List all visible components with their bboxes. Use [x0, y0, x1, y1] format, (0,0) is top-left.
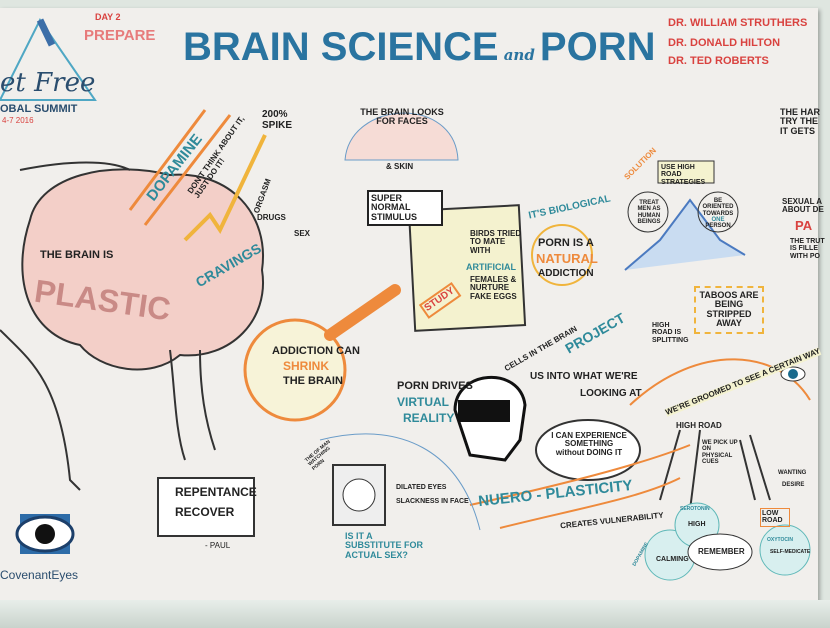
- calming-text: CALMING: [656, 556, 689, 563]
- taboos-box: TABOOS ARE BEING STRIPPED AWAY: [694, 286, 764, 334]
- remember-text: REMEMBER: [698, 547, 745, 556]
- high-road-splitting: HIGH ROAD IS SPLITTING: [652, 322, 689, 344]
- bio-line1: PORN IS A: [538, 237, 594, 249]
- bio-line3: ADDICTION: [538, 268, 594, 279]
- magnifier-icon: [243, 318, 347, 422]
- addiction-shrink: SHRINK: [283, 359, 330, 373]
- logo-text: et Free: [0, 68, 96, 98]
- solution-right-3: PERSON: [705, 223, 731, 230]
- solution-right-2: ONE: [711, 216, 725, 223]
- day-label: DAY 2: [95, 12, 121, 22]
- wanting-text: WANTING: [778, 470, 807, 476]
- low-road-label: LOW ROAD: [760, 508, 790, 527]
- substitute-question: IS IT A SUBSTITUTE FOR ACTUAL SEX?: [345, 531, 423, 560]
- stimulus-label: SUPER NORMAL STIMULUS: [367, 190, 443, 227]
- bio-natural: NATURAL: [536, 251, 598, 266]
- high2-text: HIGH: [688, 521, 706, 528]
- spike-label: 200% SPIKE: [262, 109, 293, 131]
- right-edge-pa: PA: [795, 218, 813, 233]
- oxytocin-text: OXYTOCIN: [767, 537, 794, 543]
- high-road-label: HIGH ROAD: [676, 421, 722, 430]
- addiction-line3: THE BRAIN: [283, 375, 343, 387]
- faces-skin: & SKIN: [386, 162, 414, 171]
- birds-text: BIRDS TRIED TO MATE WITH: [470, 229, 522, 255]
- females-text: FEMALES & NURTURE FAKE EGGS: [470, 275, 517, 301]
- speaker-2: DR. DONALD HILTON: [668, 37, 781, 49]
- solution-right: BE ORIENTED TOWARDS ONE PERSON: [700, 198, 736, 229]
- brain-heading: THE BRAIN IS: [40, 249, 114, 261]
- face-bullet-1: DILATED EYES: [396, 484, 447, 491]
- solution-right-1: BE ORIENTED TOWARDS: [702, 198, 734, 217]
- summit-label: OBAL SUMMIT: [0, 103, 78, 115]
- speaker-1: DR. WILLIAM STRUTHERS: [668, 17, 808, 29]
- speaker-3: DR. TED ROBERTS: [668, 55, 769, 67]
- vr-line3: REALITY: [403, 411, 455, 425]
- sex-label: SEX: [294, 229, 311, 238]
- vr-line2: VIRTUAL: [397, 395, 449, 409]
- mountain-drawing: [624, 198, 746, 271]
- desire-text: DESIRE: [782, 482, 805, 488]
- face-bullet-2: SLACKNESS IN FACE: [396, 498, 469, 505]
- floor: [0, 600, 830, 628]
- artificial-text: ARTIFICIAL: [466, 262, 516, 272]
- title-part1: BRAIN SCIENCE: [183, 25, 499, 69]
- looking-text: LOOKING AT: [580, 388, 642, 399]
- day-theme: PREPARE: [84, 27, 156, 44]
- solution-sign: USE HIGH ROAD STRATEGIES: [661, 164, 706, 186]
- title-connector: and: [503, 46, 535, 64]
- right-edge-sexual: SEXUAL A ABOUT DE: [782, 197, 824, 215]
- sponsor-logo-text: CovenantEyes: [0, 568, 79, 582]
- right-edge-top: THE HAR TRY THE IT GETS: [780, 107, 820, 136]
- title-part2: PORN: [539, 25, 656, 69]
- us-into-text: US INTO WHAT WE'RE: [530, 371, 638, 382]
- drugs-label: DRUGS: [257, 213, 286, 222]
- self-medicate-text: SELF-MEDICATE: [770, 549, 811, 555]
- faces-text: THE BRAIN LOOKS FOR FACES: [360, 107, 444, 127]
- addiction-line1: ADDICTION CAN: [272, 345, 360, 357]
- mountain-logo-icon: [0, 18, 97, 101]
- solution-left: TREAT MEN AS HUMAN BEINGS: [637, 200, 661, 225]
- serotonin-text: SEROTONIN: [680, 506, 710, 512]
- repentance-line1: REPENTANCE: [175, 485, 257, 499]
- vr-line1: PORN DRIVES: [397, 380, 473, 392]
- repentance-attribution: - PAUL: [205, 541, 231, 550]
- right-edge-truth: THE TRUT IS FILLE WITH PO: [790, 238, 825, 260]
- pick-up-text: WE PICK UP ON PHYSICAL CUES: [702, 440, 738, 465]
- repentance-line2: RECOVER: [175, 505, 235, 519]
- experience-cloud: I CAN EXPERIENCE SOMETHING without DOING…: [551, 431, 627, 457]
- summit-dates: 4-7 2016: [2, 116, 34, 125]
- page-title: BRAIN SCIENCE and PORN: [183, 26, 655, 68]
